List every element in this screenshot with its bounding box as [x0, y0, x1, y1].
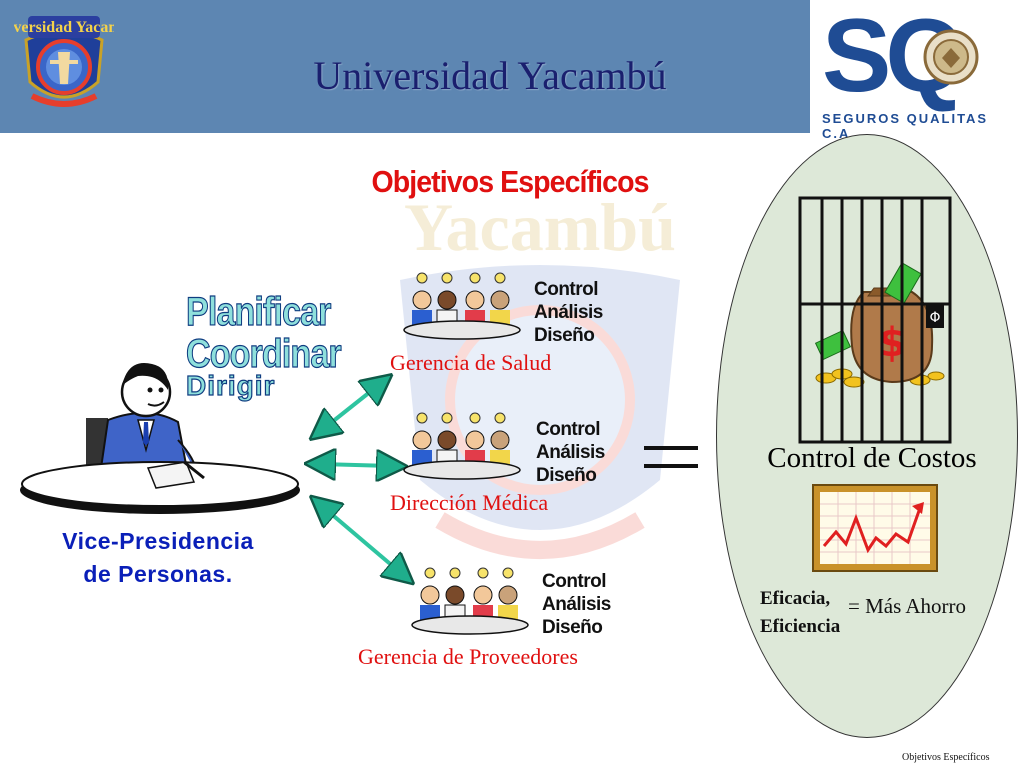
arrow-to-medica	[320, 464, 392, 466]
task-diseno: Diseño	[536, 465, 597, 486]
page-title: Universidad Yacambú	[313, 53, 667, 98]
outcome-panel	[716, 134, 1018, 738]
idea-bulbs	[424, 567, 514, 579]
task-analisis: Análisis	[542, 594, 611, 615]
university-logo-icon: Universidad Yacambú	[14, 16, 114, 107]
department-name: Gerencia de Proveedores	[358, 644, 578, 669]
svg-text:Yacambú: Yacambú	[404, 189, 676, 265]
svg-text:Universidad Yacambú: Universidad Yacambú	[14, 19, 114, 36]
team-meeting-icon	[403, 412, 521, 480]
task-control: Control	[534, 279, 599, 300]
efficiency-label: Eficiencia	[760, 616, 841, 637]
department-tasks: Control Análisis Diseño	[534, 278, 603, 347]
efficacy-label: Eficacia,	[760, 588, 831, 609]
department-tasks: Control Análisis Diseño	[542, 570, 611, 639]
idea-bulbs	[416, 272, 506, 284]
equals-bar-bottom	[644, 464, 698, 468]
rising-chart-icon	[812, 484, 938, 572]
arrow-to-salud	[322, 384, 380, 430]
savings-label: = Más Ahorro	[848, 594, 967, 618]
task-analisis: Análisis	[536, 442, 605, 463]
team-meeting-icon	[411, 567, 529, 635]
department-name: Gerencia de Salud	[390, 350, 552, 375]
arrow-to-proveedores	[322, 506, 402, 574]
equals-sign	[644, 446, 698, 470]
footer-note: Objetivos Específicos	[902, 752, 990, 763]
department-name: Dirección Médica	[390, 490, 549, 515]
task-control: Control	[536, 419, 601, 440]
brand-seal-icon	[923, 29, 979, 85]
verb-planificar: Planificar	[185, 289, 331, 334]
verb-dirigir: Dirigir	[185, 369, 276, 401]
task-control: Control	[542, 571, 607, 592]
vice-presidency-label: Vice-Presidencia de Personas.	[18, 525, 298, 591]
task-analisis: Análisis	[534, 302, 603, 323]
verb-coordinar: Coordinar	[185, 331, 342, 376]
task-diseno: Diseño	[534, 325, 595, 346]
cost-control-label: Control de Costos	[767, 442, 977, 474]
team-meeting-icon	[403, 272, 521, 340]
delegation-arrows	[300, 370, 420, 590]
vice-presidency-line2: de Personas.	[83, 561, 233, 587]
money-bag-icon: $ Φ	[798, 196, 952, 444]
department-tasks: Control Análisis Diseño	[536, 418, 605, 487]
vice-presidency-line1: Vice-Presidencia	[62, 528, 254, 554]
equals-bar-top	[644, 446, 698, 450]
svg-text:Φ: Φ	[929, 310, 940, 326]
brand-box	[810, 0, 1024, 133]
executive-at-desk-icon	[20, 362, 300, 514]
idea-bulbs	[416, 412, 506, 424]
task-diseno: Diseño	[542, 617, 603, 638]
slide-title: Objetivos Específicos	[371, 164, 649, 199]
header-bar	[0, 0, 810, 133]
